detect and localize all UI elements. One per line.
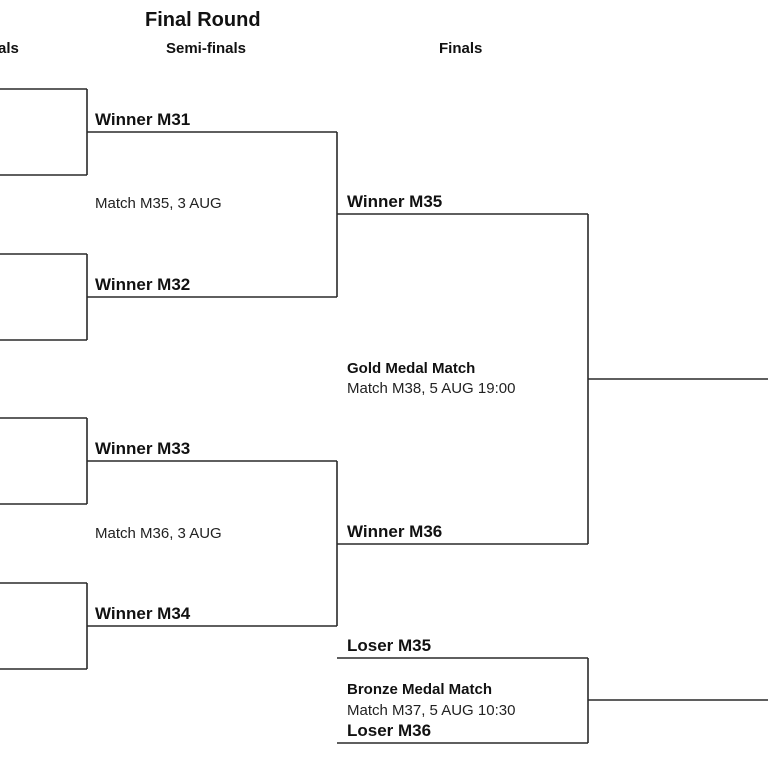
header-quarterfinals: als [0,40,19,57]
sf-slot-winner-m32: Winner M32 [95,275,191,294]
sf-slot-winner-m34: Winner M34 [95,604,191,623]
header-semifinals: Semi-finals [166,40,247,57]
final-slot-winner-m35: Winner M35 [347,192,443,211]
sf-slot-winner-m33: Winner M33 [95,439,191,458]
bronze-medal-label: Bronze Medal Match [347,681,493,698]
match-m35-info: Match M35, 3 AUG [95,195,222,212]
gold-medal-label: Gold Medal Match [347,360,476,377]
final-slot-winner-m36: Winner M36 [347,522,443,541]
sf-slot-winner-m31: Winner M31 [95,110,191,129]
match-m36-info: Match M36, 3 AUG [95,525,222,542]
bronze-slot-loser-m35: Loser M35 [347,636,432,655]
bracket-title: Final Round [145,9,261,31]
bronze-slot-loser-m36: Loser M36 [347,721,432,740]
header-finals: Finals [439,40,483,57]
match-m37-info: Match M37, 5 AUG 10:30 [347,702,516,719]
match-m38-info: Match M38, 5 AUG 19:00 [347,380,516,397]
